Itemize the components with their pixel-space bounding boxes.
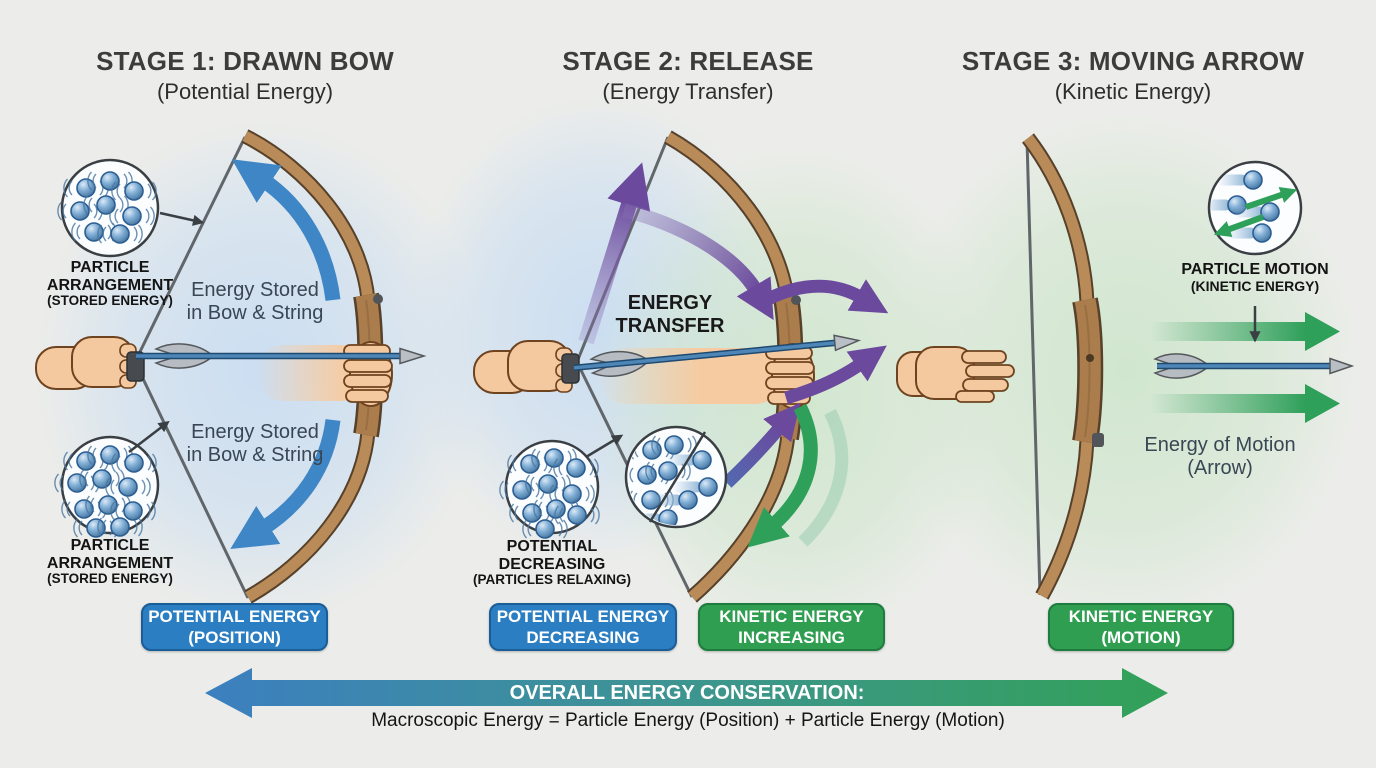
potential-energy-badge: POTENTIAL ENERGY (POSITION): [141, 603, 328, 651]
badge-line: (POSITION): [188, 628, 281, 647]
label-line: DECREASING: [498, 555, 606, 573]
label-line: TRANSFER: [615, 315, 725, 337]
potential-decreasing-label: POTENTIAL DECREASING (PARTICLES RELAXING…: [427, 538, 677, 588]
badge-line: POTENTIAL ENERGY: [496, 606, 670, 626]
callout-arrows: [128, 211, 205, 453]
bow: [1022, 133, 1104, 600]
energy-stored-note-bottom: Energy Stored in Bow & String: [150, 421, 360, 466]
stage3-moving-arrow-illustration: [896, 133, 1355, 600]
bow-arm: [256, 341, 393, 407]
note-line: Energy of Motion: [1144, 434, 1296, 456]
particle-circle-stored-top: [58, 158, 160, 258]
particle-circle-transition: [624, 425, 728, 529]
note-line: Energy Stored: [191, 279, 319, 301]
label-line: (PARTICLES RELAXING): [473, 572, 631, 588]
energy-stored-note-top: Energy Stored in Bow & String: [150, 279, 360, 324]
bow-string: [1025, 139, 1042, 596]
stored-energy-arrow-down: [230, 418, 341, 550]
note-line: Energy Stored: [191, 421, 319, 443]
flying-arrow: [1153, 353, 1355, 379]
note-line: in Bow & String: [186, 301, 324, 324]
stage3-subtitle: (Kinetic Energy): [1054, 79, 1212, 104]
label-line: ARRANGEMENT: [46, 554, 174, 572]
stage1-title-block: STAGE 1: DRAWN BOW (Potential Energy): [25, 46, 465, 105]
callout-arrows: [585, 434, 624, 459]
stage1-subtitle: (Potential Energy): [156, 79, 334, 104]
label-line: (STORED ENERGY): [47, 293, 173, 309]
stage2-title: STAGE 2: RELEASE: [562, 46, 814, 76]
label-line: PARTICLE MOTION: [1181, 261, 1329, 278]
stage3-title-block: STAGE 3: MOVING ARROW (Kinetic Energy): [913, 46, 1353, 105]
badge-line: DECREASING: [526, 628, 640, 647]
note-line: (Arrow): [1187, 456, 1253, 479]
note-line: in Bow & String: [186, 443, 324, 466]
conservation-equation: Macroscopic Energy = Particle Energy (Po…: [371, 710, 1005, 731]
stage1-drawn-bow-illustration: [35, 129, 427, 604]
draw-hand: [35, 336, 145, 390]
kinetic-increasing-badge: KINETIC ENERGY INCREASING: [698, 603, 885, 651]
particle-motion-label: PARTICLE MOTION (KINETIC ENERGY): [1145, 261, 1365, 294]
kinetic-energy-arrow-bottom: [1152, 384, 1340, 423]
kinetic-energy-badge: KINETIC ENERGY (MOTION): [1048, 603, 1234, 651]
energy-transfer-label: ENERGY TRANSFER: [565, 292, 775, 338]
label-line: (KINETIC ENERGY): [1190, 277, 1320, 294]
label-line: (STORED ENERGY): [47, 571, 173, 587]
conservation-double-arrow: [205, 668, 1168, 718]
stage2-subtitle: (Energy Transfer): [602, 79, 774, 104]
particle-arrangement-label-top: PARTICLE ARRANGEMENT (STORED ENERGY): [10, 259, 210, 309]
badge-line: KINETIC ENERGY: [1068, 606, 1214, 626]
badge-line: INCREASING: [738, 628, 845, 647]
stored-energy-arrow-up: [231, 159, 341, 301]
potential-decreasing-badge: POTENTIAL ENERGY DECREASING: [489, 603, 677, 651]
energy-transfer-arrows: [578, 162, 889, 548]
draw-hand: [473, 340, 580, 394]
stage2-release-illustration: [473, 130, 889, 603]
label-line: PARTICLE: [70, 537, 150, 554]
particle-circle-relaxing: [500, 439, 599, 538]
particle-circle-stored-bottom: [55, 435, 160, 537]
label-line: PARTICLE: [70, 259, 150, 276]
label-line: POTENTIAL: [506, 538, 598, 555]
released-hand: [896, 346, 1015, 403]
badge-line: (MOTION): [1101, 628, 1181, 647]
stage2-title-block: STAGE 2: RELEASE (Energy Transfer): [468, 46, 908, 105]
particle-circle-motion: [1207, 160, 1303, 256]
badge-line: POTENTIAL ENERGY: [148, 606, 321, 626]
kinetic-energy-arrow-top: [1152, 312, 1340, 351]
stage1-title: STAGE 1: DRAWN BOW: [96, 46, 394, 76]
badge-line: KINETIC ENERGY: [719, 606, 864, 626]
stage3-title: STAGE 3: MOVING ARROW: [961, 46, 1305, 76]
energy-of-motion-note: Energy of Motion (Arrow): [1110, 434, 1330, 479]
label-line: ARRANGEMENT: [46, 276, 174, 294]
particle-arrangement-label-bottom: PARTICLE ARRANGEMENT (STORED ENERGY): [10, 537, 210, 587]
label-line: ENERGY: [627, 292, 713, 314]
nocked-arrow: [136, 343, 427, 369]
nocked-arrow: [573, 334, 862, 377]
conservation-banner: OVERALL ENERGY CONSERVATION:: [509, 682, 865, 704]
